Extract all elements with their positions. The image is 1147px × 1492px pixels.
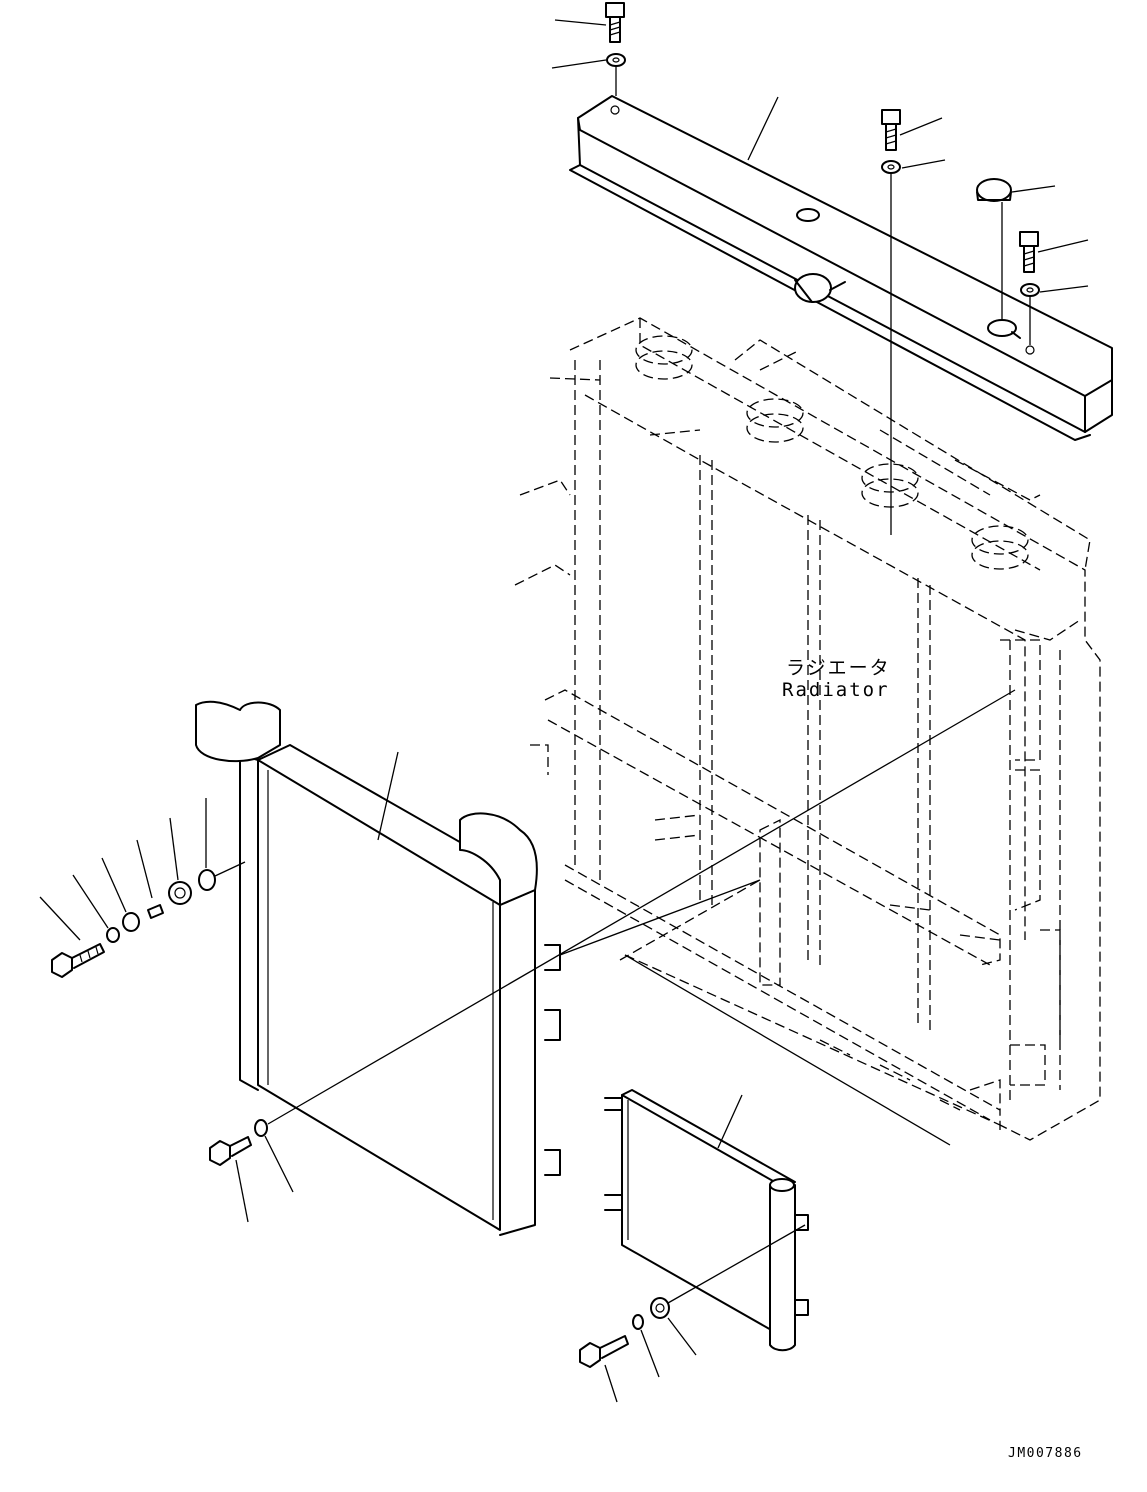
oil-cooler	[604, 1089, 809, 1352]
washer-icon	[606, 53, 626, 67]
top-cover-hardware	[605, 2, 1040, 535]
washer-icon	[122, 912, 140, 932]
collar-icon	[147, 904, 164, 919]
aftercooler	[195, 700, 561, 1236]
top-cover	[569, 95, 1113, 441]
washer-icon	[1020, 283, 1040, 297]
bolt-icon	[1019, 231, 1039, 273]
guide-lines	[559, 879, 951, 1146]
bolt-icon	[209, 1136, 252, 1166]
washer-icon	[254, 1119, 268, 1137]
bolt-icon	[51, 943, 105, 978]
washer-icon	[106, 927, 120, 943]
oil-cooler-hardware	[579, 1224, 806, 1368]
radiator-label-japanese: ラジエータ	[786, 657, 891, 679]
radiator-label-english: Radiator	[782, 679, 890, 701]
washer-icon	[632, 1314, 644, 1330]
aftercooler-hardware	[51, 689, 1016, 1166]
bolt-icon	[605, 2, 625, 43]
radiator-outline	[514, 317, 1101, 1141]
cap-icon	[976, 178, 1012, 202]
cushion-icon	[650, 1297, 670, 1319]
washer-icon	[881, 160, 901, 174]
washer-icon	[198, 869, 216, 891]
cushion-icon	[168, 881, 192, 905]
bolt-icon	[579, 1335, 629, 1368]
drawing-number: JM007886	[1008, 1446, 1083, 1461]
bolt-icon	[881, 109, 901, 151]
callout-leaders	[39, 19, 1089, 1403]
